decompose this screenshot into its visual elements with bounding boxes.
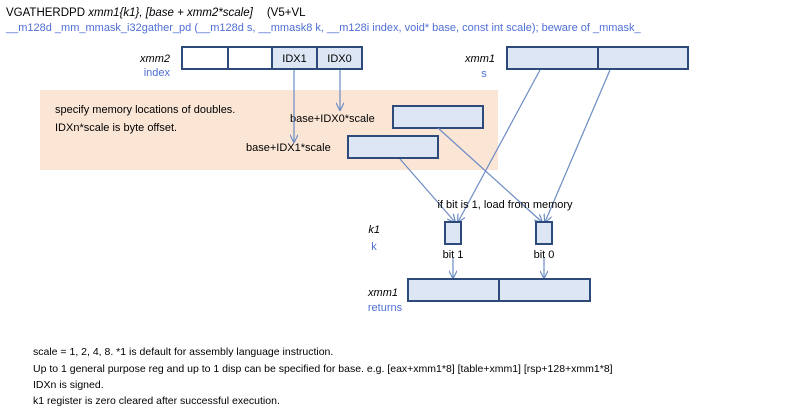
idx1-label: IDX1 [282, 53, 306, 65]
xmm2-cell-3 [181, 46, 229, 70]
xmm2-register: IDX1 IDX0 [181, 46, 363, 70]
bit0-label: bit 0 [534, 249, 555, 261]
result-lo [498, 278, 591, 302]
xmm1-src-register [506, 46, 689, 70]
xmm2-role: index [144, 67, 171, 79]
note-base: Up to 1 general purpose reg and up to 1 … [33, 363, 613, 375]
k1-label: k1 [368, 224, 380, 236]
xmm2-label: xmm2 [139, 53, 170, 65]
note-k1-cleared: k1 register is zero cleared after succes… [33, 395, 280, 407]
result-role: returns [368, 302, 403, 314]
note-signed: IDXn is signed. [33, 379, 104, 391]
addr1-label: base+IDX1*scale [246, 142, 331, 154]
note-scale: scale = 1, 2, 4, 8. *1 is default for as… [33, 346, 333, 358]
idx0-label: IDX0 [327, 53, 351, 65]
memory-note-2: IDXn*scale is byte offset. [55, 122, 177, 134]
xmm1-src-role: s [481, 68, 487, 80]
memory-double-1 [347, 135, 439, 159]
arrow-mem1-to-bit1 [399, 158, 455, 222]
result-register [407, 278, 591, 302]
intrinsic-signature: __m128d _mm_mmask_i32gather_pd (__m128d … [5, 22, 642, 34]
result-label: xmm1 [367, 287, 398, 299]
xmm1-src-label: xmm1 [464, 53, 495, 65]
memory-note-1: specify memory locations of doubles. [55, 104, 235, 116]
memory-double-0 [392, 105, 484, 129]
xmm2-cell-2 [227, 46, 273, 70]
arrow-srchi-to-bit1 [458, 69, 541, 222]
condition-label: if bit is 1, load from memory [437, 199, 573, 211]
instruction-syntax: VGATHERDPD xmm1{k1}, [base + xmm2*scale]… [6, 7, 306, 19]
arrow-mem0-to-bit0 [437, 127, 542, 222]
mask-bit-1 [444, 221, 462, 245]
addr0-label: base+IDX0*scale [290, 113, 375, 125]
notes: scale = 1, 2, 4, 8. *1 is default for as… [33, 346, 613, 407]
arrows [294, 69, 611, 278]
k1-role: k [371, 241, 377, 253]
xmm1-src-hi [506, 46, 599, 70]
xmm2-cell-idx0 [316, 46, 363, 70]
bit1-label: bit 1 [443, 249, 464, 261]
result-hi [407, 278, 500, 302]
arrow-srclo-to-bit0 [545, 69, 611, 222]
mask-bit-0 [535, 221, 553, 245]
xmm1-src-lo [597, 46, 689, 70]
